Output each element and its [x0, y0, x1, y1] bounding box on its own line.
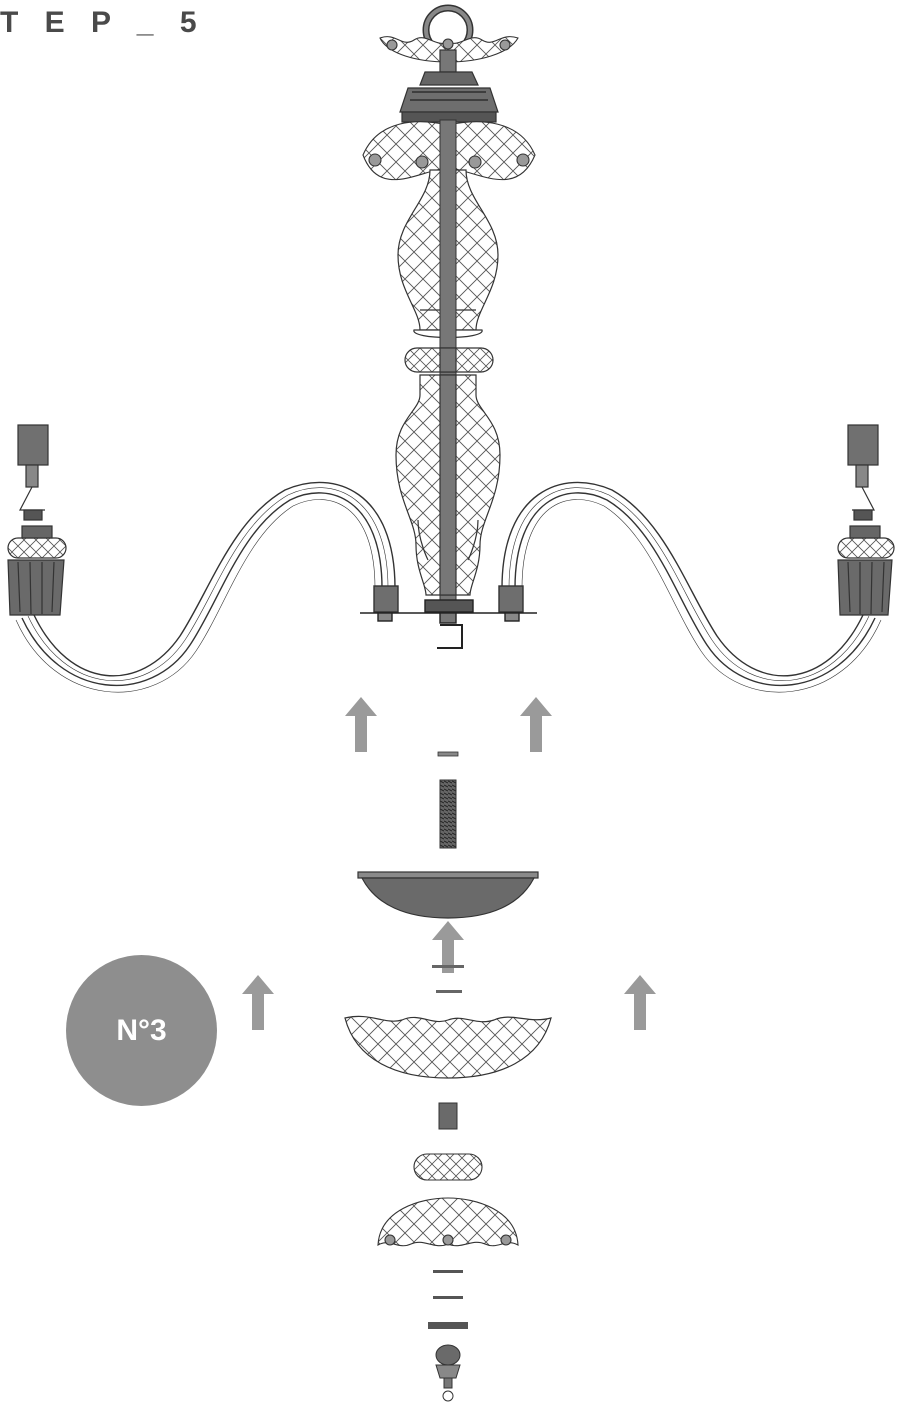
threaded-rod	[439, 779, 457, 849]
left-candle-socket	[7, 424, 67, 616]
arrow-up-left	[345, 697, 377, 752]
lower-crystal-column	[395, 374, 501, 596]
top-crystal-bobeche	[379, 36, 519, 63]
washer	[437, 751, 459, 757]
arrow-up-outer-left	[242, 975, 274, 1030]
ring-spacer	[432, 965, 464, 968]
left-arm	[15, 481, 399, 693]
ring-spacer	[436, 990, 462, 993]
crystal-bowl	[344, 1015, 552, 1079]
arrow-up-right	[520, 697, 552, 752]
washer	[428, 1322, 468, 1329]
crystal-ring	[413, 1153, 483, 1181]
middle-crystal-ring	[404, 347, 494, 373]
part-number-badge: N°3	[66, 955, 217, 1106]
right-arm	[498, 481, 882, 693]
part-number-label: N°3	[116, 1013, 167, 1047]
crown-cap	[399, 49, 499, 123]
mounting-plate	[360, 599, 537, 649]
arrow-up-center	[432, 921, 464, 973]
crystal-tube	[438, 1102, 458, 1130]
arrow-up-outer-right	[624, 975, 656, 1030]
washer	[433, 1270, 463, 1273]
washer	[433, 1296, 463, 1299]
crystal-bobeche	[377, 1197, 519, 1247]
step-title: T E P _ 5	[0, 6, 206, 39]
metal-bowl	[357, 871, 539, 919]
finial	[435, 1344, 461, 1402]
right-candle-socket	[837, 424, 895, 616]
